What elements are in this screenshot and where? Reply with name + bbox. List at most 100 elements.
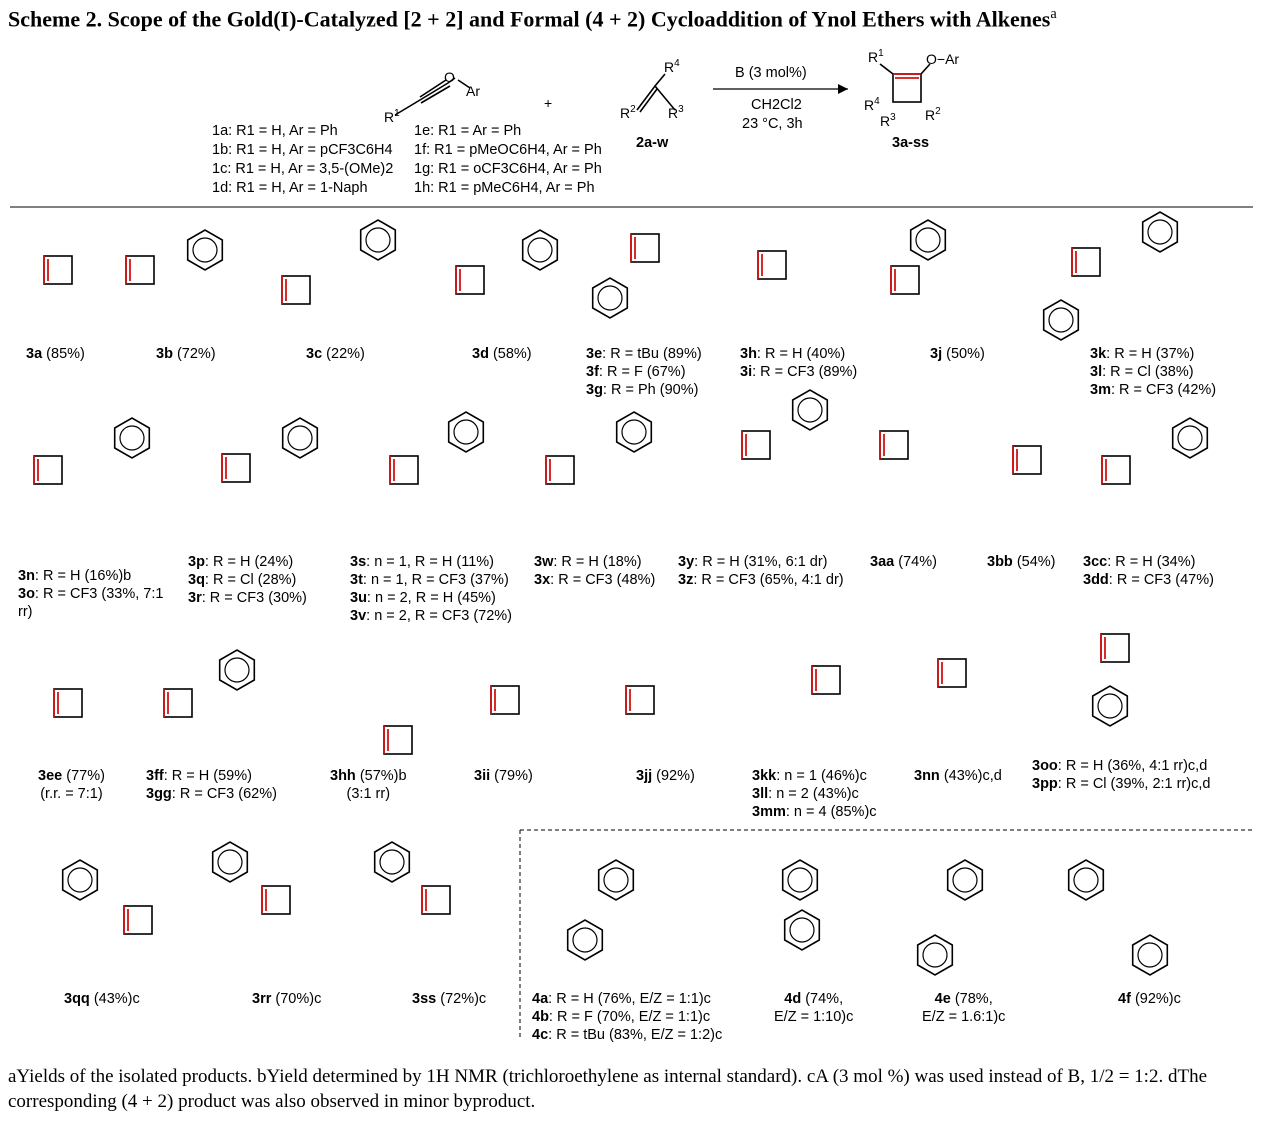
aryl-ring bbox=[373, 841, 411, 883]
ynol-1h: 1h: R1 = pMeC6H4, Ar = Ph bbox=[414, 180, 595, 196]
aryl-ring bbox=[591, 277, 629, 319]
aryl-ring bbox=[1171, 417, 1209, 459]
aryl-ring-aromatic bbox=[621, 419, 647, 445]
aryl-ring-aromatic bbox=[67, 867, 93, 893]
compound-label-3jj: 3jj (92%) bbox=[636, 768, 695, 784]
aryl-ring-aromatic bbox=[915, 227, 941, 253]
aryl-ring bbox=[916, 934, 954, 976]
aryl-ring-aromatic bbox=[1137, 942, 1163, 968]
aryl-ring bbox=[1042, 299, 1080, 341]
compound-label-3e-3g: 3e: R = tBu (89%) 3f: R = F (67%) 3g: R … bbox=[586, 346, 702, 398]
aryl-ring bbox=[781, 859, 819, 901]
aryl-ring-aromatic bbox=[287, 425, 313, 451]
condition-temp-time: 23 °C, 3h bbox=[742, 116, 803, 132]
scheme-title-footnote-mark: a bbox=[1050, 6, 1057, 22]
ynol-o-label: O bbox=[444, 69, 455, 85]
product-r1-label: R1 bbox=[868, 48, 884, 65]
ynol-1f: 1f: R1 = pMeOC6H4, Ar = Ph bbox=[414, 142, 602, 158]
aryl-ring-aromatic bbox=[224, 657, 250, 683]
aryl-ring-aromatic bbox=[192, 237, 218, 263]
aryl-ring bbox=[218, 649, 256, 691]
compound-label-3aa: 3aa (74%) bbox=[870, 554, 937, 570]
compound-label-3y-3z: 3y: R = H (31%, 6:1 dr) 3z: R = CF3 (65%… bbox=[678, 554, 844, 588]
compound-label-3bb: 3bb (54%) bbox=[987, 554, 1056, 570]
ynol-1a: 1a: R1 = H, Ar = Ph bbox=[212, 123, 338, 139]
aryl-ring bbox=[113, 417, 151, 459]
aryl-ring-aromatic bbox=[797, 397, 823, 423]
aryl-ring bbox=[211, 841, 249, 883]
compound-label-3k-3m: 3k: R = H (37%) 3l: R = Cl (38%) 3m: R =… bbox=[1090, 346, 1217, 398]
aryl-ring bbox=[1091, 685, 1129, 727]
alkene-r4-label: R4 bbox=[664, 58, 680, 75]
aryl-ring-aromatic bbox=[1073, 867, 1099, 893]
compound-label-3a: 3a (85%) bbox=[26, 346, 85, 362]
aryl-ring-aromatic bbox=[1097, 693, 1123, 719]
ynol-list-right: 1e: R1 = Ar = Ph 1f: R1 = pMeOC6H4, Ar =… bbox=[414, 122, 602, 198]
compound-label-3kk-3mm: 3kk: n = 1 (46%)c 3ll: n = 2 (43%)c 3mm:… bbox=[752, 768, 877, 820]
aryl-ring-aromatic bbox=[1147, 219, 1173, 245]
compound-label-3d: 3d (58%) bbox=[472, 346, 532, 362]
compound-label-4d: 4d (74%, E/Z = 1:10)c bbox=[774, 991, 854, 1025]
reaction-plus: + bbox=[544, 95, 552, 111]
ynol-ar-label: Ar bbox=[466, 83, 480, 99]
aryl-ring-aromatic bbox=[527, 237, 553, 263]
aryl-ring bbox=[946, 859, 984, 901]
aryl-ring bbox=[359, 219, 397, 261]
compound-label-3p-3r: 3p: R = H (24%) 3q: R = Cl (28%) 3r: R =… bbox=[188, 554, 307, 606]
aryl-ring bbox=[447, 411, 485, 453]
ynol-1b: 1b: R1 = H, Ar = pCF3C6H4 bbox=[212, 142, 393, 158]
aryl-ring bbox=[281, 417, 319, 459]
compound-structures bbox=[33, 211, 1209, 976]
aryl-ring-aromatic bbox=[1048, 307, 1074, 333]
compound-label-3c: 3c (22%) bbox=[306, 346, 365, 362]
product-oar-label: O−Ar bbox=[926, 51, 959, 67]
compound-label-3w-3x: 3w: R = H (18%) 3x: R = CF3 (48%) bbox=[534, 554, 656, 588]
product-label: 3a-ss bbox=[892, 135, 930, 151]
aryl-ring bbox=[783, 909, 821, 951]
aryl-ring-aromatic bbox=[952, 867, 978, 893]
ynol-1e: 1e: R1 = Ar = Ph bbox=[414, 123, 522, 139]
product-r2-label: R2 bbox=[925, 106, 941, 123]
compound-label-4f: 4f (92%)c bbox=[1118, 991, 1181, 1007]
aryl-ring bbox=[61, 859, 99, 901]
aryl-ring-aromatic bbox=[365, 227, 391, 253]
aryl-ring bbox=[566, 919, 604, 961]
aryl-ring-aromatic bbox=[1177, 425, 1203, 451]
aryl-ring-aromatic bbox=[789, 917, 815, 943]
compound-label-3cc-3dd: 3cc: R = H (34%) 3dd: R = CF3 (47%) bbox=[1083, 554, 1214, 588]
compound-label-3ii: 3ii (79%) bbox=[474, 768, 533, 784]
aryl-ring-aromatic bbox=[787, 867, 813, 893]
compound-label-3rr: 3rr (70%)c bbox=[252, 991, 322, 1007]
aryl-ring bbox=[615, 411, 653, 453]
aryl-ring-aromatic bbox=[453, 419, 479, 445]
aryl-ring bbox=[1131, 934, 1169, 976]
compound-label-4a-4c: 4a: R = H (76%, E/Z = 1:1)c 4b: R = F (7… bbox=[532, 991, 723, 1043]
aryl-ring bbox=[521, 229, 559, 271]
aryl-ring bbox=[1141, 211, 1179, 253]
compound-label-4e: 4e (78%, E/Z = 1.6:1)c bbox=[922, 991, 1006, 1025]
aryl-ring-aromatic bbox=[217, 849, 243, 875]
aryl-ring-aromatic bbox=[572, 927, 598, 953]
ynol-ether-structure: O Ar R1 bbox=[384, 69, 480, 125]
product-cyclobutene-structure: R1 O−Ar R4 R3 R2 bbox=[864, 48, 959, 129]
alkene-r2-label: R2 bbox=[620, 104, 636, 121]
alkene-structure: R4 R2 R3 bbox=[620, 58, 684, 121]
aryl-ring bbox=[791, 389, 829, 431]
ynol-1c: 1c: R1 = H, Ar = 3,5-(OMe)2 bbox=[212, 161, 394, 177]
alkene-r3-label: R3 bbox=[668, 104, 684, 121]
compound-label-3n-3o: 3n: R = H (16%)b 3o: R = CF3 (33%, 7:1 r… bbox=[18, 568, 164, 620]
product-r4-label: R4 bbox=[864, 96, 880, 113]
aryl-ring-aromatic bbox=[119, 425, 145, 451]
compound-label-3ss: 3ss (72%)c bbox=[412, 991, 487, 1007]
scheme-title: Scheme 2. Scope of the Gold(I)-Catalyzed… bbox=[8, 6, 1057, 32]
compound-label-3h-3i: 3h: R = H (40%) 3i: R = CF3 (89%) bbox=[740, 346, 858, 380]
aryl-ring-aromatic bbox=[597, 285, 623, 311]
aryl-ring bbox=[1067, 859, 1105, 901]
condition-catalyst: B (3 mol%) bbox=[735, 65, 807, 81]
compound-label-3ff-3gg: 3ff: R = H (59%) 3gg: R = CF3 (62%) bbox=[146, 768, 277, 802]
aryl-ring-aromatic bbox=[922, 942, 948, 968]
aryl-ring-aromatic bbox=[379, 849, 405, 875]
compound-label-3b: 3b (72%) bbox=[156, 346, 216, 362]
aryl-ring bbox=[909, 219, 947, 261]
